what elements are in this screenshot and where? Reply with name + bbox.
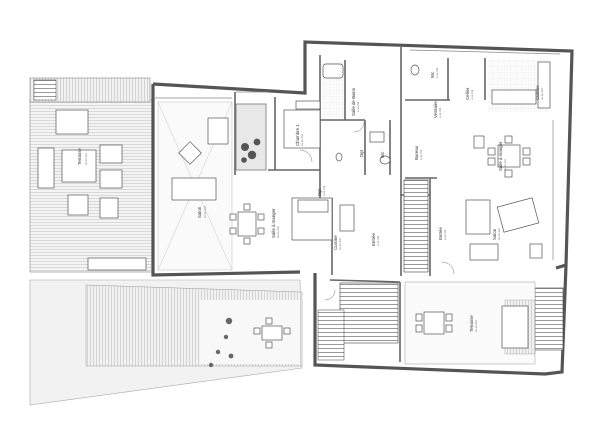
staircase-sw [317,309,345,361]
label-cuisine-right: Cuisine [535,85,540,100]
label-cellier: Cellier [465,87,470,100]
garden-plants [208,317,234,368]
label-dgt2: Dgt [317,188,322,196]
label-vestiaire: Vestiaire [433,101,438,118]
staircase-south [339,282,399,344]
window-lines [155,49,561,260]
area-cellier: x.xx m2 [470,89,474,100]
area-entree-mid: x.xx m2 [376,235,380,246]
area-bureau: x.xx m2 [419,149,423,160]
area-dgt2: x.xx m2 [322,185,326,196]
area-room-west: xx.xx m2 [203,206,207,218]
terrace-furniture [37,109,147,271]
exterior-walls [151,40,574,376]
area-sam-left: xx.xx m2 [276,226,280,238]
label-terrace-left: Terrasse [77,148,82,165]
area-sam-right: xx.xx m2 [503,159,507,171]
tree-icons [241,138,261,163]
kitchen-mid-furniture [291,197,355,241]
label-sam-left: Salle à manger [271,208,276,238]
west-room-furniture [171,117,229,201]
label-room-west: Salon [197,206,202,218]
label-wc1: Wc [380,151,385,158]
area-wc2: x.xx m2 [435,67,439,78]
label-dgt1: Dgt [359,149,364,157]
area-terrace-right: xx.xx m2 [474,320,478,332]
label-entree-right: Entrée [438,227,443,240]
door-swings [299,121,455,301]
terrace-right-furniture [415,305,529,349]
area-entree-right: x.xx m2 [443,229,447,240]
staircase-central [403,179,429,273]
label-salon-right: Salon [492,228,497,240]
label-chambre: Chambre 1 [295,124,300,146]
bedroom-furniture [283,100,321,149]
bath-fixtures [322,63,420,165]
label-bureau: Bureau [414,145,419,160]
area-cuisine-right: xx.xx m2 [540,88,544,100]
dining-left-furniture [229,203,265,245]
label-bath: Salle de Bains [351,87,356,116]
label-wc2: Wc [430,71,435,78]
salon-right-furniture [465,197,543,261]
label-entree-mid: Entrée [371,233,376,246]
label-cuisine-mid: Cuisine [333,235,338,250]
label-terrace-right: Terrasse [469,315,474,332]
area-terrace-left: xx.xx m2 [84,153,88,165]
area-bath: x.xx m2 [356,101,360,112]
area-chambre: xx.xx m2 [300,134,304,146]
room-labels: Terrasse xx.xx m2 Salon xx.xx m2 Chambre… [77,67,544,332]
dining-right-furniture [473,135,531,178]
area-salon-right: xx.xx m2 [497,228,501,240]
area-vestiaire: x.xx m2 [438,107,442,118]
staircase-terrace-nw [33,79,57,101]
kitchen-right-furniture [491,61,551,109]
area-cuisine-mid: xx.xx m2 [338,238,342,250]
garden-furniture [253,317,291,349]
label-sam-right: Salle à manger [498,141,503,171]
staircase-terrace [534,287,564,351]
interior-walls [234,47,486,362]
patio-court [235,103,267,171]
